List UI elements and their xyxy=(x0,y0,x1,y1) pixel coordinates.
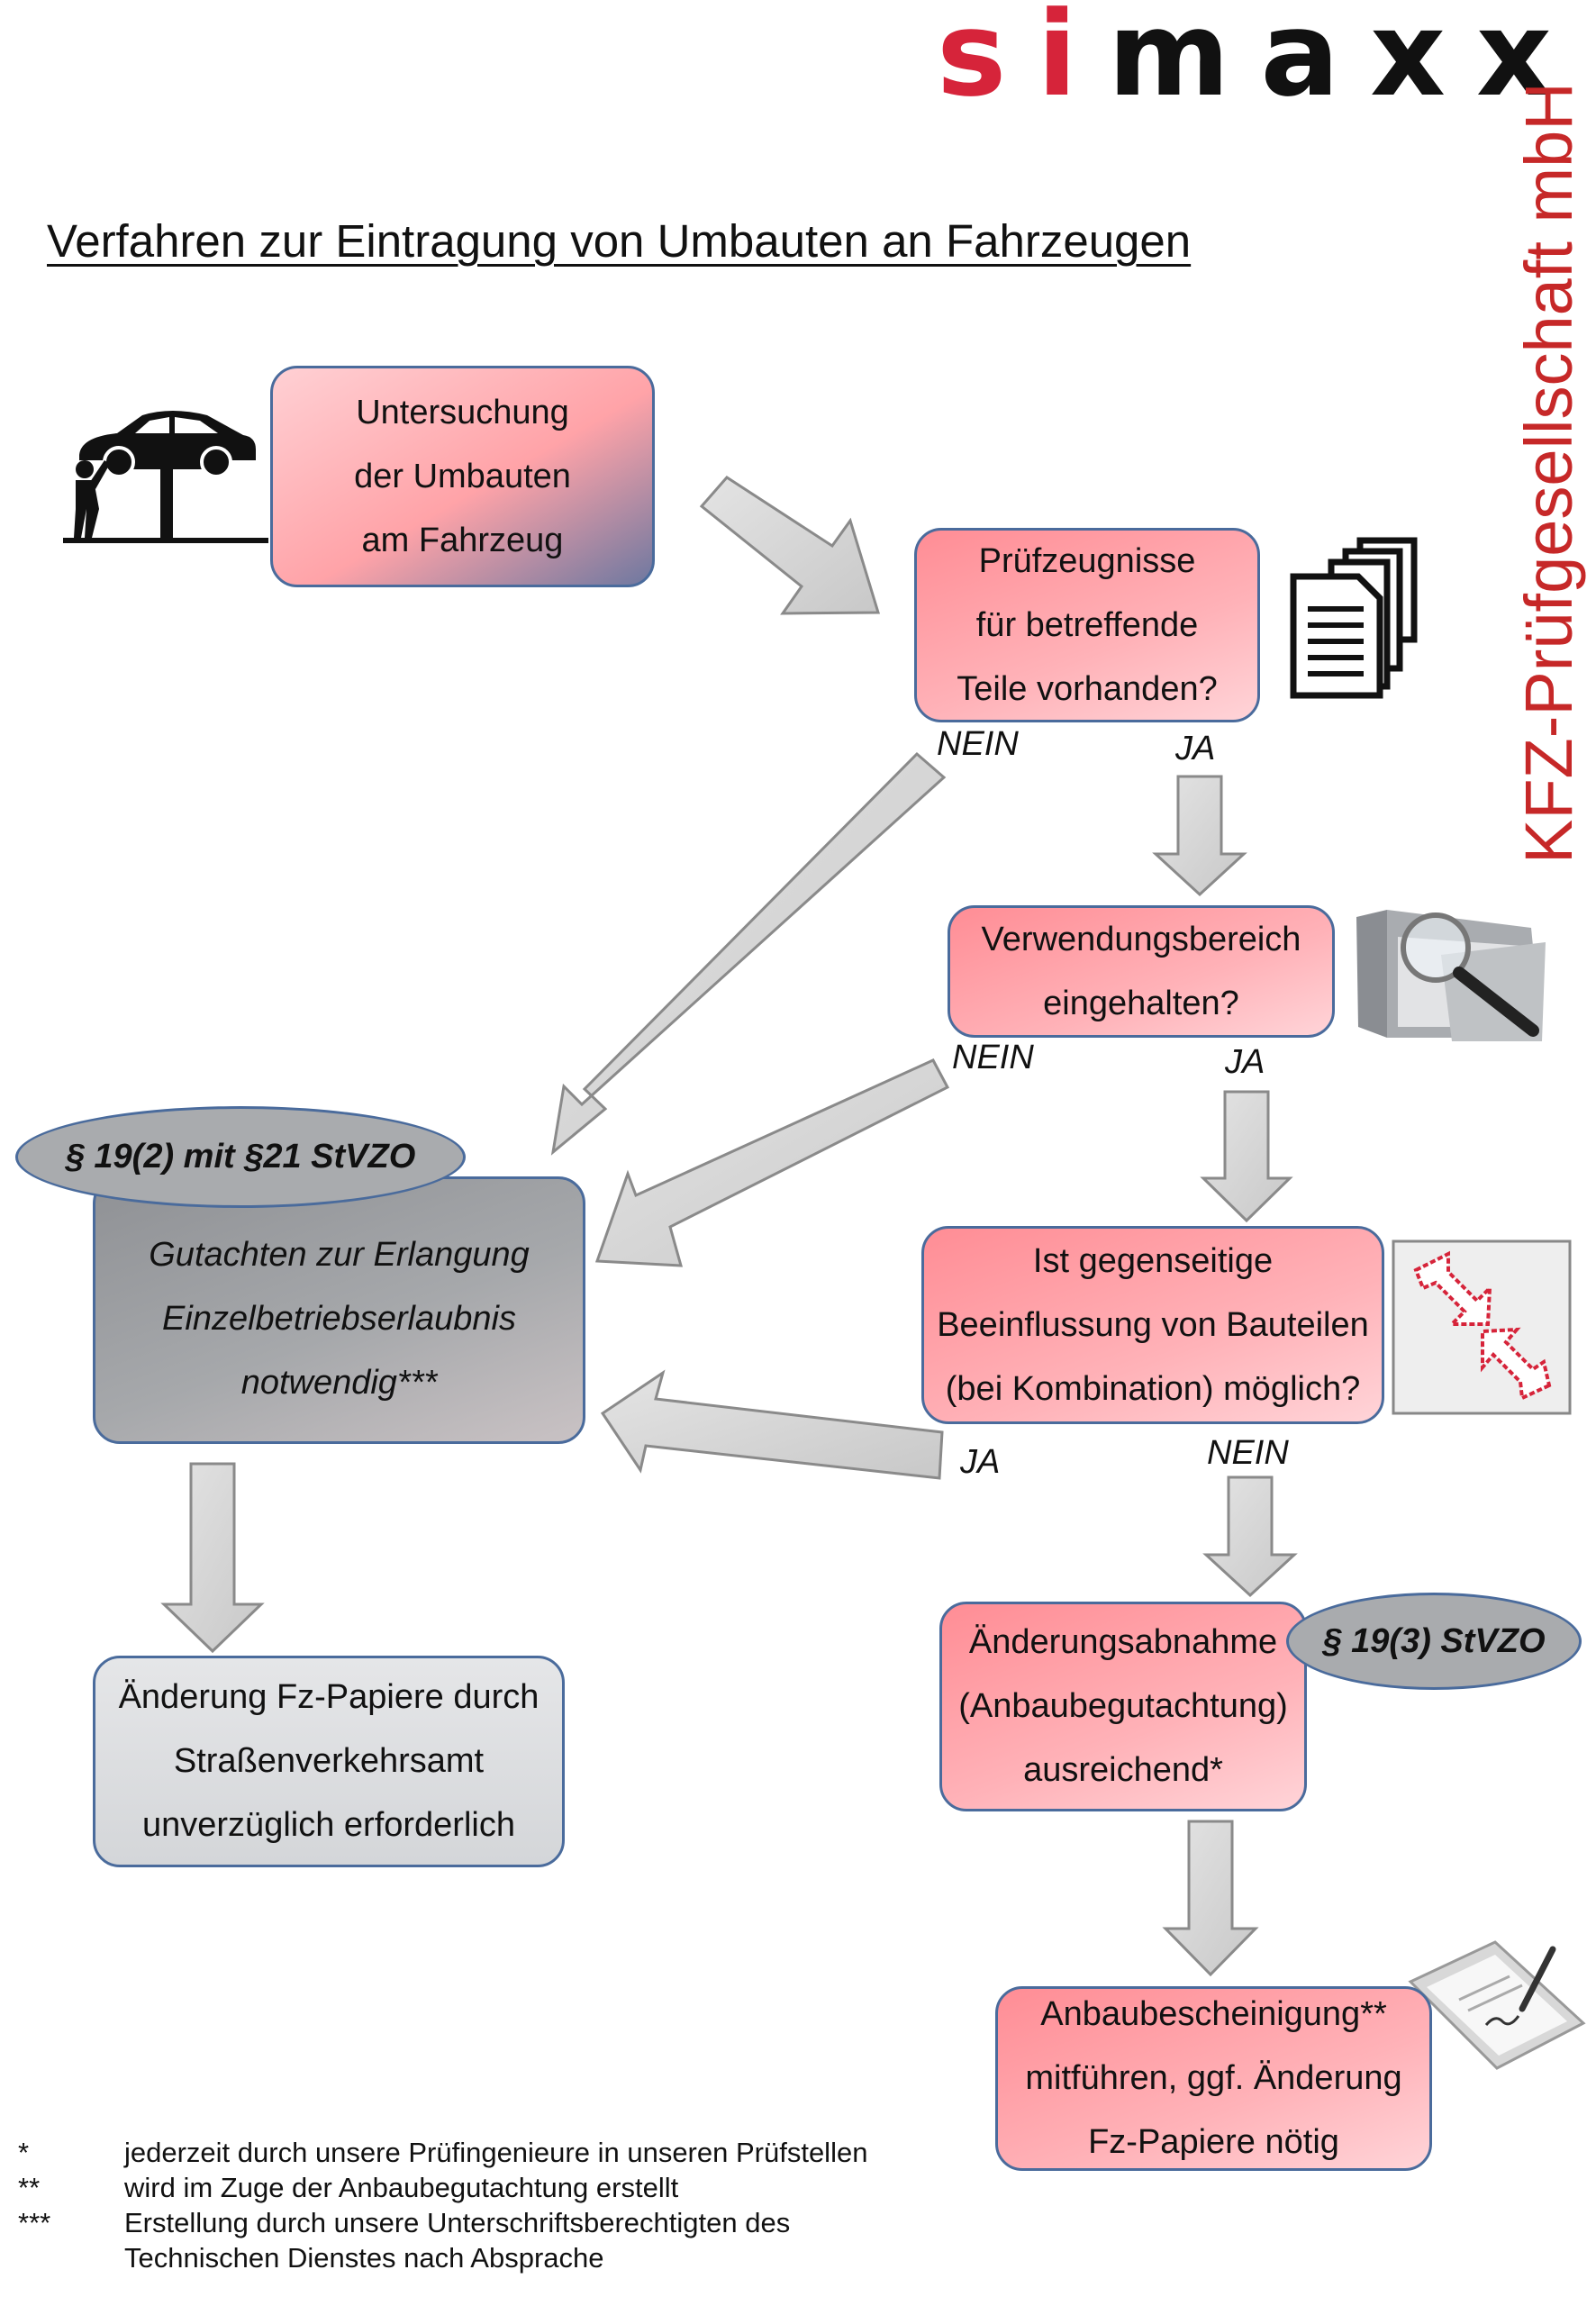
box-anbaubescheinigung: Anbaubescheinigung** mitführen, ggf. Änd… xyxy=(995,1986,1432,2171)
footnote-row: *** Erstellung durch unsere Unterschrift… xyxy=(18,2205,867,2240)
box-line: Untersuchung xyxy=(356,393,569,431)
documents-stack-icon xyxy=(1290,537,1418,699)
label-nein-2: NEIN xyxy=(952,1039,1034,1076)
box-line: Beeinflussung von Bauteilen xyxy=(937,1305,1369,1344)
arrow-pruefzeugnisse-ja-down xyxy=(1152,775,1247,897)
label-nein-3: NEIN xyxy=(1207,1434,1289,1472)
folder-magnifier-icon xyxy=(1356,910,1546,1041)
box-aenderungsabnahme: Änderungsabnahme (Anbaubegutachtung) aus… xyxy=(939,1602,1307,1811)
box-line: notwendig*** xyxy=(240,1364,438,1402)
box-verwendungsbereich: Verwendungsbereich eingehalten? xyxy=(948,905,1335,1038)
box-line: Teile vorhanden? xyxy=(957,669,1218,708)
footnote-row: Technischen Dienstes nach Absprache xyxy=(18,2240,867,2275)
box-line: Prüfzeugnisse xyxy=(978,541,1196,580)
box-line: Ist gegenseitige xyxy=(1032,1241,1274,1280)
company-subtitle: KFZ-Prüfgesellschaft mbH xyxy=(1511,82,1586,864)
box-untersuchung: Untersuchung der Umbauten am Fahrzeug xyxy=(270,366,655,587)
oval-stvzo-19-3: § 19(3) StVZO xyxy=(1286,1593,1582,1690)
arrow-gutachten-down xyxy=(160,1462,265,1654)
logo-letter-x: x xyxy=(1370,0,1477,123)
page-title: Verfahren zur Eintragung von Umbauten an… xyxy=(47,215,1192,267)
footnotes: * jederzeit durch unsere Prüfingenieure … xyxy=(18,2135,867,2275)
box-line: Anbaubescheinigung** xyxy=(1040,1995,1387,2033)
box-line: am Fahrzeug xyxy=(361,521,564,559)
box-pruefzeugnisse: Prüfzeugnisse für betreffende Teile vorh… xyxy=(914,528,1260,722)
logo-letter-i: i xyxy=(1037,0,1108,123)
box-line: Verwendungsbereich xyxy=(981,920,1301,958)
arrow-verwendung-nein-to-gutachten xyxy=(594,1058,950,1267)
logo-letter-x2: x xyxy=(1476,0,1582,123)
box-line: Gutachten zur Erlangung xyxy=(149,1236,530,1274)
footnote-row: * jederzeit durch unsere Prüfingenieure … xyxy=(18,2135,867,2170)
signature-clipboard-icon xyxy=(1408,1940,1586,2070)
arrow-beeinflussung-nein-down xyxy=(1202,1475,1298,1598)
arrow-verwendung-ja-down xyxy=(1200,1090,1293,1223)
box-line: (Anbaubegutachtung) xyxy=(958,1687,1288,1725)
logo-letter-m: m xyxy=(1107,0,1261,123)
arrow-untersuchung-to-pruefzeugnisse xyxy=(699,476,881,615)
arrows-interaction-icon xyxy=(1392,1239,1572,1415)
label-nein-1: NEIN xyxy=(937,725,1019,763)
logo-letter-a: a xyxy=(1260,0,1371,123)
simaxx-logo: simaxx xyxy=(937,0,1585,113)
box-line: (bei Kombination) möglich? xyxy=(945,1369,1361,1408)
box-line: Änderungsabnahme xyxy=(968,1623,1278,1661)
box-line: Straßenverkehrsamt xyxy=(173,1742,485,1780)
footnote-mark xyxy=(18,2240,124,2275)
box-line: ausreichend* xyxy=(1023,1751,1223,1789)
footnote-mark: ** xyxy=(18,2172,41,2203)
box-line: Fz-Papiere nötig xyxy=(1088,2123,1339,2161)
footnote-row: ** wird im Zuge der Anbaubegutachtung er… xyxy=(18,2170,867,2205)
label-ja-1: JA xyxy=(1175,730,1216,767)
footnote-text: Erstellung durch unsere Unterschriftsber… xyxy=(124,2207,791,2238)
footnote-text: wird im Zuge der Anbaubegutachtung erste… xyxy=(124,2172,679,2203)
box-beeinflussung: Ist gegenseitige Beeinflussung von Baute… xyxy=(921,1226,1384,1424)
footnote-text: Technischen Dienstes nach Absprache xyxy=(124,2242,604,2274)
footnote-text: jederzeit durch unsere Prüfingenieure in… xyxy=(124,2137,868,2168)
footnote-mark: *** xyxy=(18,2207,51,2238)
label-ja-3: JA xyxy=(960,1443,1001,1481)
logo-letter-s: s xyxy=(937,0,1038,123)
box-line: Einzelbetriebserlaubnis xyxy=(162,1300,516,1338)
arrow-aenderungsabnahme-down xyxy=(1162,1820,1259,1977)
box-aenderung-papiere: Änderung Fz-Papiere durch Straßenverkehr… xyxy=(93,1656,565,1867)
box-line: eingehalten? xyxy=(1043,984,1239,1022)
box-line: der Umbauten xyxy=(354,457,571,495)
box-line: unverzüglich erforderlich xyxy=(142,1806,515,1844)
oval-stvzo-19-2: § 19(2) mit §21 StVZO xyxy=(15,1106,466,1208)
box-gutachten: Gutachten zur Erlangung Einzelbetriebser… xyxy=(93,1176,585,1444)
box-line: für betreffende xyxy=(975,605,1199,644)
box-line: mitführen, ggf. Änderung xyxy=(1025,2059,1402,2097)
label-ja-2: JA xyxy=(1225,1043,1265,1081)
arrow-beeinflussung-ja-to-gutachten xyxy=(600,1369,944,1480)
box-line: Änderung Fz-Papiere durch xyxy=(118,1678,540,1716)
arrow-pruefzeugnisse-nein-to-gutachten xyxy=(550,751,947,1156)
car-lift-mechanic-icon xyxy=(63,411,268,543)
footnote-mark: * xyxy=(18,2137,30,2168)
